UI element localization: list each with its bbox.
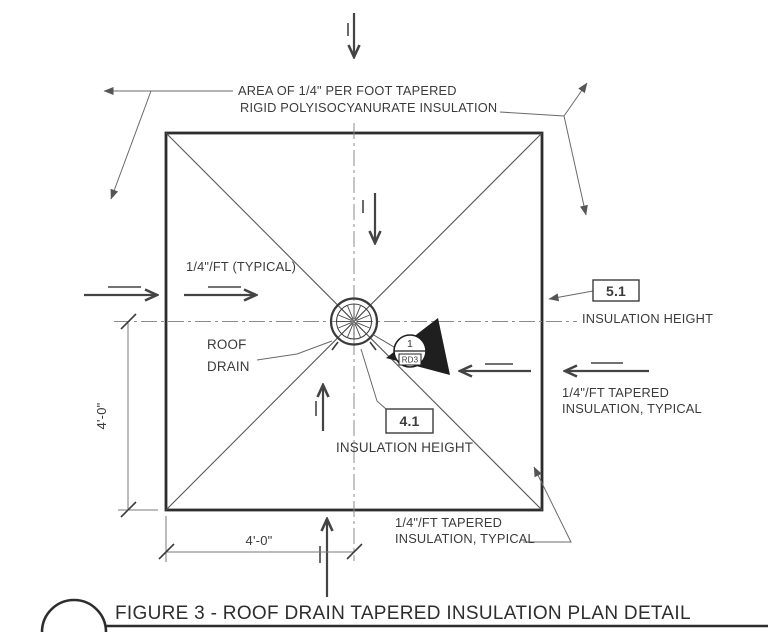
drain-strainer-spokes (337, 304, 371, 339)
figure-title: FIGURE 3 - ROOF DRAIN TAPERED INSULATION… (115, 603, 691, 624)
tapered-right-label-line1: 1/4"/FT TAPERED (562, 385, 669, 400)
dimension-lines: 4'-0" 4'-0" (94, 313, 363, 562)
callout-sheet-ref: RD3 (402, 356, 419, 365)
area-note-leader-right (499, 111, 565, 117)
insulation-height-edge-value: 5.1 (606, 283, 626, 299)
detail-callout-flag: 1 RD3 (371, 318, 450, 375)
area-note-line1: AREA OF 1/4" PER FOOT TAPERED (238, 83, 457, 98)
insulation-height-drain-label: INSULATION HEIGHT (336, 440, 473, 455)
tapered-bottom-leader (523, 466, 572, 543)
insulation-height-edge-label: INSULATION HEIGHT (582, 311, 713, 326)
dimension-tick-marks (120, 313, 363, 560)
callout-detail-number: 1 (407, 338, 413, 350)
tapered-bottom-label-line2: INSULATION, TYPICAL (395, 531, 535, 546)
figure-title-block: FIGURE 3 - ROOF DRAIN TAPERED INSULATION… (40, 598, 768, 632)
roof-drain-label-line2: DRAIN (207, 359, 250, 374)
area-note-line2: RIGID POLYISOCYANURATE INSULATION (240, 100, 497, 115)
roof-drain-leader (256, 340, 333, 361)
leader-lines (103, 82, 594, 543)
vertical-dimension-text: 4'-0" (94, 402, 109, 429)
insulation-height-edge-leader (548, 290, 594, 302)
slope-dash-marks (108, 23, 623, 563)
roof-drain-label-line1: ROOF (207, 337, 246, 352)
area-note-leader-right-up (563, 82, 588, 117)
insulation-height-drain-callout: 4.1 INSULATION HEIGHT (336, 408, 473, 455)
detail-bubble-icon (40, 598, 108, 632)
insulation-height-edge-callout: 5.1 INSULATION HEIGHT (582, 279, 713, 326)
tapered-right-label-line2: INSULATION, TYPICAL (562, 401, 702, 416)
insulation-height-drain-leader (360, 348, 387, 410)
area-note-leader-left-diagonal (110, 90, 152, 200)
slope-typical-label: 1/4"/FT (TYPICAL) (186, 259, 296, 274)
insulation-height-drain-value: 4.1 (399, 413, 419, 429)
area-note-leader-right-down (563, 115, 588, 216)
horizontal-dimension-text: 4'-0" (246, 533, 273, 548)
tapered-bottom-label-line1: 1/4"/FT TAPERED (395, 515, 502, 530)
slope-arrows (84, 13, 649, 597)
roof-drain-symbol (329, 297, 379, 351)
